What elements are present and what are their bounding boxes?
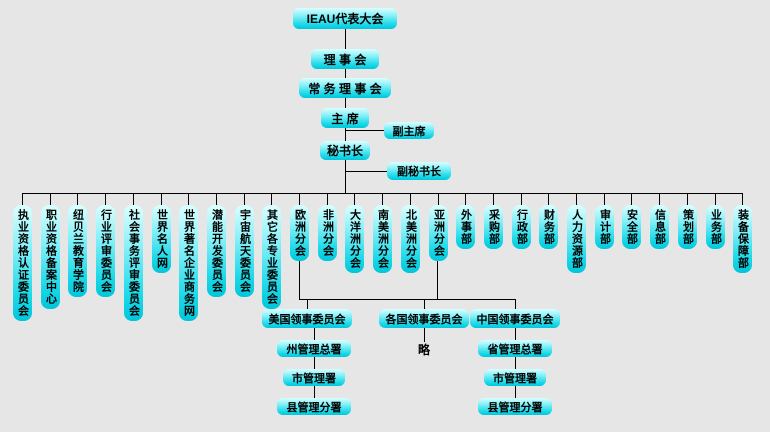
connector-line [659, 193, 660, 205]
dept-node: 非洲分会 [318, 205, 337, 261]
dept-node: 外事部 [456, 205, 475, 249]
connector-line [22, 193, 23, 205]
node-consular-committee: 中国领事委员会 [470, 309, 560, 328]
node-admin-level: 县管理分署 [478, 398, 552, 415]
connector-line [161, 193, 162, 205]
omitted-text: 略 [417, 342, 430, 357]
connector-line [631, 193, 632, 205]
dept-node: 潜能开发委员会 [207, 205, 226, 297]
connector-line [465, 193, 466, 205]
connector-line [493, 193, 494, 205]
dept-node: 财务部 [539, 205, 558, 249]
connector-line [548, 193, 549, 205]
connector-line [50, 193, 51, 205]
connector-line [105, 193, 106, 205]
dept-node: 装备保障部 [733, 205, 752, 273]
dept-node: 行政部 [512, 205, 531, 249]
connector-line [354, 193, 355, 205]
connector-line [742, 193, 743, 205]
dept-node: 职业资格备案中心 [41, 205, 60, 309]
connector-line [345, 160, 346, 193]
dept-node: 北美洲分会 [401, 205, 420, 273]
connector-line [345, 69, 346, 78]
connector-line [410, 193, 411, 205]
dept-node: 策划部 [678, 205, 697, 249]
node-admin-level: 州管理总署 [277, 340, 351, 357]
connector-line [188, 193, 189, 205]
dept-node: 其它各专业委员会 [262, 205, 281, 309]
connector-line [382, 193, 383, 205]
node-consular-committee: 美国领事委员会 [262, 309, 352, 328]
connector-line [437, 261, 438, 299]
dept-node: 纽贝兰教育学院 [68, 205, 87, 297]
connector-line [299, 299, 515, 300]
dept-node: 世界名人网 [152, 205, 171, 273]
node-council: 理 事 会 [311, 49, 379, 69]
connector-line [345, 171, 387, 172]
connector-line [515, 328, 516, 340]
connector-line [271, 193, 272, 205]
connector-line [521, 193, 522, 205]
node-admin-level: 市管理署 [484, 369, 546, 386]
dept-node: 亚洲分会 [429, 205, 448, 261]
connector-line [244, 193, 245, 205]
dept-node: 宇宙航天委员会 [235, 205, 254, 297]
node-consular-committee: 各国领事委员会 [379, 309, 469, 328]
connector-line [133, 193, 134, 205]
connector-line [299, 261, 300, 299]
dept-node: 社会事务评审委员会 [124, 205, 143, 321]
connector-line [438, 193, 439, 205]
dept-node: 人力资源部 [567, 205, 586, 273]
connector-line [424, 328, 425, 342]
connector-line [345, 130, 384, 131]
dept-node: 业务部 [706, 205, 725, 249]
node-admin-level: 市管理署 [283, 369, 345, 386]
node-secretary-general: 秘书长 [320, 141, 370, 160]
connector-line [77, 193, 78, 205]
connector-line [314, 328, 315, 340]
dept-node: 采购部 [484, 205, 503, 249]
dept-node: 大洋洲分会 [345, 205, 364, 273]
dept-node: 信息部 [650, 205, 669, 249]
connector-line [515, 299, 516, 309]
connector-line [515, 357, 516, 369]
dept-node: 世界著名企业商务网 [179, 205, 198, 321]
dept-node: 安全部 [622, 205, 641, 249]
node-vice-chairman: 副主席 [384, 122, 434, 139]
dept-node: 执业资格认证委员会 [13, 205, 32, 321]
connector-line [345, 98, 346, 108]
node-chairman: 主 席 [321, 108, 369, 128]
connector-line [424, 299, 425, 309]
connector-line [307, 299, 308, 309]
connector-line [715, 193, 716, 205]
connector-line [345, 29, 346, 49]
connector-line [327, 193, 328, 205]
dept-node: 行业评审委员会 [96, 205, 115, 297]
node-standing-council: 常 务 理 事 会 [299, 78, 391, 98]
dept-node: 南美洲分会 [373, 205, 392, 273]
connector-line [299, 193, 300, 205]
connector-line [604, 193, 605, 205]
connector-line [687, 193, 688, 205]
connector-line [216, 193, 217, 205]
connector-line [314, 357, 315, 369]
node-admin-level: 省管理总署 [478, 340, 552, 357]
node-deputy-secretary-general: 副秘书长 [387, 162, 451, 180]
connector-line [345, 128, 346, 141]
dept-node: 欧洲分会 [290, 205, 309, 261]
node-congress: IEAU代表大会 [293, 8, 397, 29]
node-admin-level: 县管理分署 [277, 398, 351, 415]
connector-line [314, 386, 315, 398]
connector-line [576, 193, 577, 205]
dept-node: 审计部 [595, 205, 614, 249]
connector-line [515, 386, 516, 398]
